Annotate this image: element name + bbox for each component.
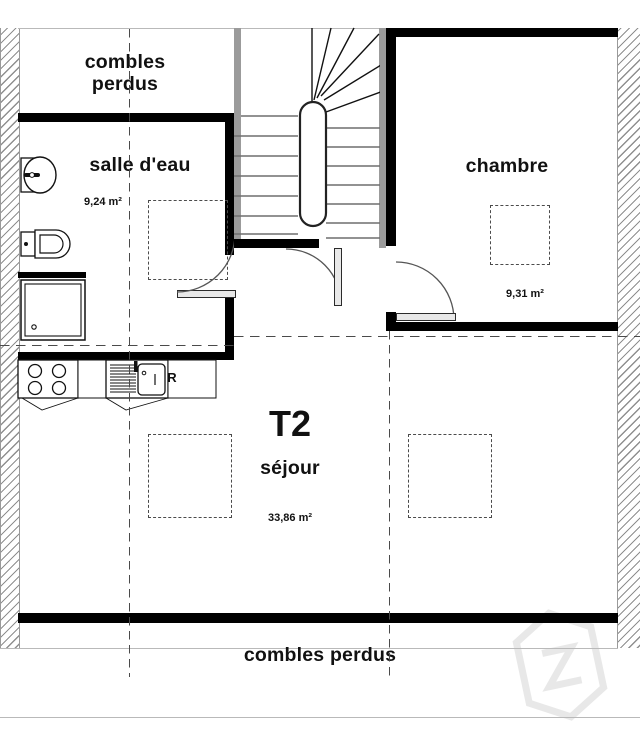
wall-chambre-top [386,28,618,37]
wall-salledeau-top [18,113,234,122]
watermark [488,589,632,741]
toilet-icon [20,228,71,261]
wall-stair-left-grey [234,28,241,123]
frame-line-bottom-inner [0,648,618,649]
room-label-chambre: chambre [465,155,549,177]
room-label-combles-perdus-bottom: combles perdus [243,644,397,666]
exterior-wall-left [0,28,20,648]
door-leaf-chambre [396,313,456,321]
combles-top-line2: perdus [91,72,159,95]
room-label-combles-perdus-top: combles perdus [40,51,210,96]
dashed-square-sejour-left [148,434,232,518]
fridge-label: R [167,370,177,385]
unit-type-badge: T2 [268,403,311,444]
kitchen-counter-group [17,359,218,411]
axis-line-vertical-left [129,29,131,677]
door-swing-stair [285,248,342,305]
wall-salledeau-bottom [18,352,234,360]
wall-chambre-left-grey [380,32,386,242]
wall-chambre-left [386,28,396,246]
door-leaf-stair [334,248,342,306]
room-label-salle-deau: salle d'eau [89,154,191,176]
dashed-square-chambre [490,205,550,265]
axis-line-horizontal-right [234,336,640,338]
wall-salledeau-right [225,113,234,255]
wall-sejour-bottom [18,613,618,623]
washbasin-icon [20,152,66,198]
exterior-wall-right [617,28,640,648]
wall-shower-header [18,272,86,278]
door-swing-chambre [395,261,455,321]
room-area-sejour: 33,86 m² [267,512,313,524]
axis-line-vertical-right [389,331,391,677]
room-label-sejour: séjour [260,457,320,479]
wall-salledeau-right-lower [225,292,234,358]
room-area-salle-deau: 9,24 m² [84,196,122,208]
wall-stair-bottom [234,239,319,248]
dashed-square-salle-deau [148,200,228,280]
wall-chambre-bottom [386,322,618,331]
frame-line-top [18,28,618,29]
combles-top-line1: combles [84,51,166,73]
shower-tray-icon [20,279,86,341]
dashed-square-sejour-right [408,434,492,518]
staircase [234,27,387,248]
wall-chambre-jamb [386,312,396,331]
door-leaf-salle-deau [177,290,236,298]
frame-line-bottom-outer [0,717,640,718]
door-swing-salle-deau [176,233,236,293]
axis-line-horizontal-left [0,345,234,347]
room-area-chambre: 9,31 m² [506,288,544,300]
